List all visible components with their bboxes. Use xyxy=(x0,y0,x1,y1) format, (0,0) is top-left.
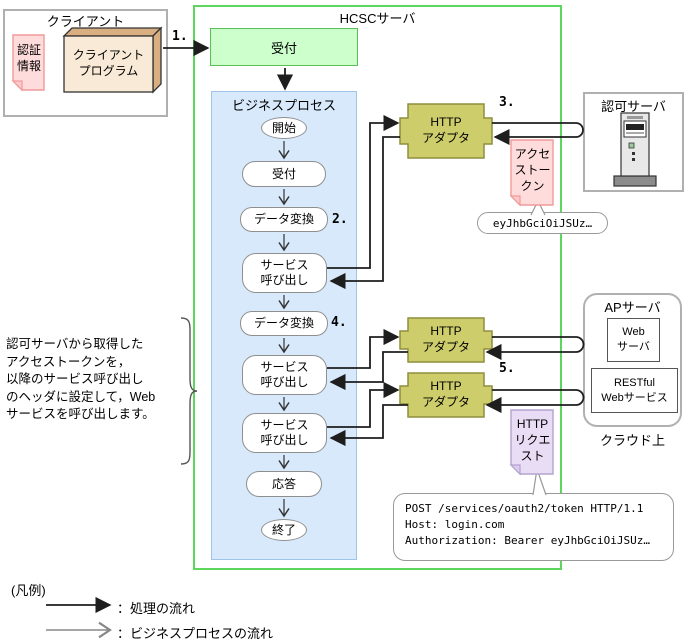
bp-node-response: 応答 xyxy=(246,471,322,497)
access-token-note-label: アクセ ストー クン xyxy=(514,147,551,193)
business-process-title: ビジネスプロセス xyxy=(231,98,336,113)
http-adapter-2-label: HTTP アダプタ xyxy=(421,324,470,354)
client-title: クライアント xyxy=(46,14,125,29)
step-label-4: 4. xyxy=(331,315,347,330)
step-label-2: 2. xyxy=(332,212,348,227)
http-adapter-3 xyxy=(399,372,493,418)
bp-node-end: 終了 xyxy=(261,519,307,541)
http-adapter-2 xyxy=(399,317,493,363)
bp-node-service-call-1: サービス 呼び出し xyxy=(242,253,327,293)
arrow-adapter1-auth-server-roundtrip xyxy=(492,122,584,146)
step-label-3: 3. xyxy=(499,95,515,110)
http-request-note xyxy=(509,409,554,476)
web-server-box: Web サーバ xyxy=(607,318,660,362)
client-program-label: クライアント プログラム xyxy=(72,48,145,78)
arrow-adapter3-restful-roundtrip xyxy=(485,389,585,414)
bp-node-reception: 受付 xyxy=(242,161,326,187)
http-adapter-1-label: HTTP アダプタ xyxy=(421,115,470,145)
arrow-adapter3-to-service3 xyxy=(329,404,408,447)
arrow-service2-to-adapter2 xyxy=(327,328,400,369)
bp-node-data-convert-2: データ変換 xyxy=(240,311,328,336)
auth-server-title: 認可サーバ xyxy=(601,99,666,114)
arrow-service1-to-adapter1 xyxy=(327,114,400,269)
bp-node-data-convert-1: データ変換 xyxy=(240,207,328,232)
annotation-brace xyxy=(180,317,198,465)
auth-info-note xyxy=(11,34,45,92)
cloud-label: クラウド上 xyxy=(599,433,665,448)
http-request-note-label: HTTP リクエ スト xyxy=(514,417,551,463)
client-program-box xyxy=(62,26,163,94)
arrow-adapter2-web-server-roundtrip xyxy=(485,336,585,361)
arrow-adapter1-to-service1 xyxy=(329,136,400,290)
http-adapter-3-label: HTTP アダプタ xyxy=(421,379,470,409)
hcsc-server-title: HCSCサーバ xyxy=(339,11,416,26)
reception-box: 受付 xyxy=(210,28,358,66)
ap-server-title: APサーバ xyxy=(604,300,661,315)
legend-process-flow-label: ：処理の流れ xyxy=(117,601,196,616)
step-label-1: 1. xyxy=(172,29,188,44)
restful-web-service-box: RESTful Webサービス xyxy=(591,368,678,413)
arrow-service3-to-adapter3 xyxy=(327,381,400,428)
http-adapter-1 xyxy=(399,103,493,159)
server-tower-icon xyxy=(613,112,657,187)
bp-node-start: 開始 xyxy=(261,117,307,139)
access-token-note xyxy=(509,139,554,207)
http-request-bubble: POST /services/oauth2/token HTTP/1.1 Hos… xyxy=(393,493,674,561)
bp-node-service-call-3: サービス 呼び出し xyxy=(242,413,327,453)
arrow-adapter2-to-service2 xyxy=(329,351,408,391)
auth-info-note-label: 認証 情報 xyxy=(16,43,41,73)
step-label-5: 5. xyxy=(499,361,515,376)
legend-title: (凡例) xyxy=(11,583,46,598)
bp-node-service-call-2: サービス 呼び出し xyxy=(242,355,327,395)
legend-bp-flow-label: ：ビジネスプロセスの流れ xyxy=(117,626,274,641)
annotation-text: 認可サーバから取得した アクセストークンを， 以降のサービス呼び出し のヘッダに… xyxy=(6,337,156,422)
